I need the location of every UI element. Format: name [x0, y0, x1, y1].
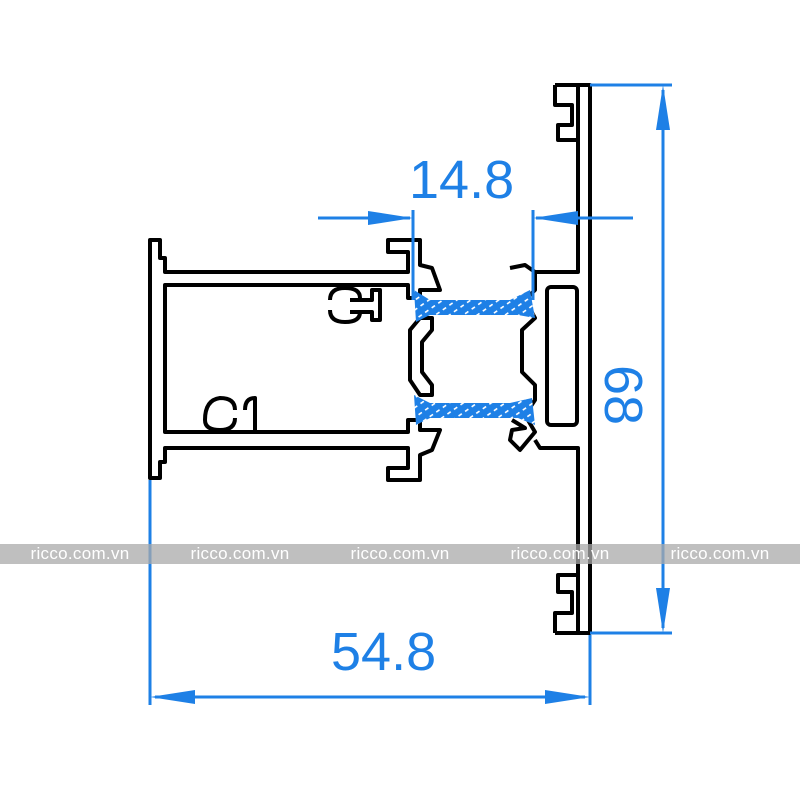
arrow-down-icon	[656, 588, 670, 633]
watermark-text: ricco.com.vn	[670, 544, 770, 563]
watermark-text: ricco.com.vn	[350, 544, 450, 563]
right-inner-channel	[508, 263, 537, 452]
lower-screw-port	[203, 396, 257, 432]
watermark-band: ricco.com.vn ricco.com.vn ricco.com.vn r…	[0, 544, 800, 564]
upper-screw-port	[328, 286, 382, 324]
watermark-text: ricco.com.vn	[190, 544, 290, 563]
arrow-right-icon	[368, 211, 413, 225]
dimension-lines	[148, 83, 672, 705]
left-inner-channel	[408, 316, 434, 397]
right-chamber	[545, 285, 579, 427]
arrow-left-icon	[150, 690, 195, 704]
arrow-right-icon	[545, 690, 590, 704]
thermal-strip-top	[414, 290, 535, 322]
height-dimension-label: 68	[593, 364, 654, 426]
arrow-left-icon	[533, 211, 578, 225]
thermal-break-dimension-label: 14.8	[409, 150, 515, 210]
left-frame	[148, 238, 442, 482]
thermal-strip-bottom	[414, 395, 535, 425]
watermark-text: ricco.com.vn	[510, 544, 610, 563]
watermark-text: ricco.com.vn	[30, 544, 130, 563]
right-plate-hooks	[553, 83, 578, 635]
arrow-up-icon	[656, 85, 670, 130]
width-dimension-label: 54.8	[331, 622, 437, 682]
